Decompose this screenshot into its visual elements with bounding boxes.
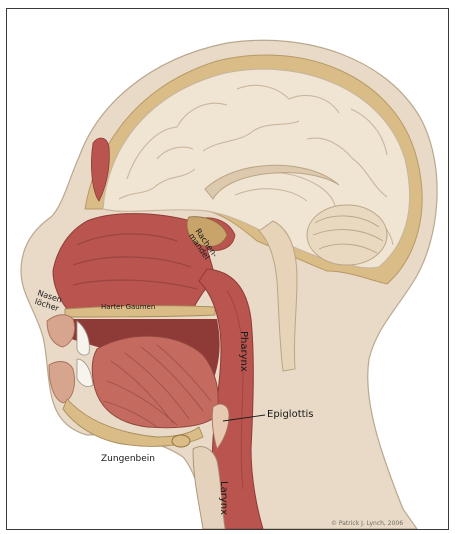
illustration-frame: Nasen löcher Harter Gaumen Rachen- mande… (6, 8, 449, 530)
label-harter-gaumen: Harter Gaumen (101, 303, 155, 311)
label-pharynx: Pharynx (238, 331, 249, 372)
label-zungenbein: Zungenbein (101, 454, 155, 464)
head-sagittal-section: Nasen löcher Harter Gaumen Rachen- mande… (7, 9, 448, 529)
credit-text: © Patrick J. Lynch, 2006 (331, 520, 403, 527)
hyoid-bone (172, 435, 190, 447)
label-larynx: Larynx (218, 481, 229, 515)
label-epiglottis: Epiglottis (267, 409, 314, 420)
cerebellum (307, 205, 387, 265)
